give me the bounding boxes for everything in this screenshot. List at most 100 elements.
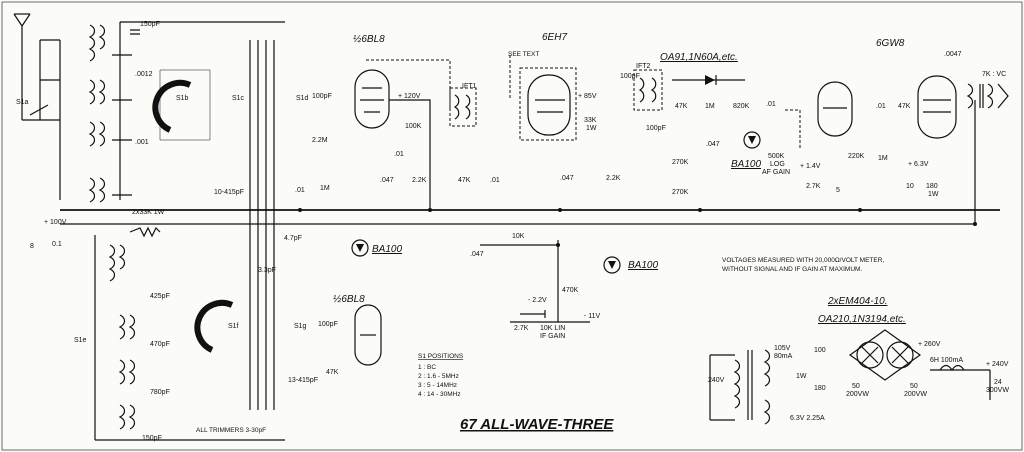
label-c01c: .01	[490, 177, 500, 184]
label-c24: 24	[994, 379, 1002, 386]
ba100-diode-1	[351, 239, 369, 257]
wafer-switch-s1b	[152, 69, 211, 141]
indicator-label: 2xEM404-10.	[827, 296, 887, 307]
ba100-diode-3	[743, 131, 761, 149]
label-heater: 6.3V 2.25A	[790, 415, 825, 422]
label-ift2: IFT2	[636, 63, 650, 70]
em404-rectifier-1	[856, 341, 884, 369]
label-r1m: 1M	[320, 185, 330, 192]
positions-heading: S1 POSITIONS	[418, 353, 464, 360]
diagram-title: 67 ALL-WAVE-THREE	[460, 416, 614, 433]
label-r470k: 470K	[562, 287, 579, 294]
label-v200b: 200VW	[904, 391, 927, 398]
label-w1: 1W	[586, 125, 597, 132]
filter-choke	[939, 364, 965, 372]
label-ma80: 80mA	[774, 353, 793, 360]
label-r27k2: 2.7K	[514, 325, 529, 332]
label-r22m: 2.2M	[312, 137, 328, 144]
label-r100k: 100K	[405, 123, 422, 130]
label-c047d: .047	[470, 251, 484, 258]
label-s1d: S1d	[296, 95, 309, 102]
label-c425: 425pF	[150, 293, 170, 300]
label-w1b: 1W	[928, 191, 939, 198]
af-gain-screen	[785, 109, 801, 150]
label-s1c: S1c	[232, 95, 245, 102]
label-r47k4: 47K	[326, 369, 339, 376]
tube-v3-pentode	[917, 75, 957, 139]
label-c047c: .047	[706, 141, 720, 148]
em404-rectifier-2	[886, 341, 914, 369]
label-v22: - 2.2V	[528, 297, 547, 304]
ift2-transformer	[633, 69, 663, 111]
label-s1e: S1e	[74, 337, 87, 344]
label-v240: + 240V	[986, 361, 1009, 368]
label-r1m2: 1M	[705, 103, 715, 110]
label-c100c: 100pF	[646, 125, 666, 132]
label-s1g: S1g	[294, 323, 307, 330]
rectifier-label: OA210,1N3194,etc.	[818, 314, 906, 325]
label-r33k: 33K	[584, 117, 597, 124]
label-r220k: 220K	[848, 153, 865, 160]
label-c01b: .01	[394, 151, 404, 158]
label-c150b: 150pF	[142, 435, 162, 442]
wafer-switch-s1f	[194, 299, 234, 353]
label-s1f: S1f	[228, 323, 239, 330]
label-s1b: S1b	[176, 95, 189, 102]
label-v63: + 6.3V	[908, 161, 929, 168]
label-v200a: 200VW	[846, 391, 869, 398]
label-c50a: 50	[852, 383, 860, 390]
positions-row-4: 4 : 14 - 30MHz	[418, 391, 461, 398]
label-c01a: .01	[295, 187, 305, 194]
label-c047a: .047	[380, 177, 394, 184]
label-v105: 105V	[774, 345, 791, 352]
trimmer-note: ALL TRIMMERS 3-30pF	[196, 427, 266, 434]
label-c01f: 0.1	[52, 241, 62, 248]
label-v260: + 260V	[918, 341, 941, 348]
label-v14: + 1.4V	[800, 163, 821, 170]
positions-row-1: 1 : BC	[418, 364, 436, 371]
label-c13415: 13-415pF	[288, 377, 318, 384]
label-v100: + 100V	[44, 219, 67, 226]
power-transformer	[709, 349, 771, 425]
label-c01e: .01	[876, 103, 886, 110]
label-r1m3: 1M	[878, 155, 888, 162]
voltage-note-1: VOLTAGES MEASURED WITH 20,000Ω/VOLT METE…	[722, 257, 884, 264]
tube-v1	[354, 59, 451, 210]
see-text-note: SEE TEXT	[508, 51, 539, 58]
detector-label: OA91,1N60A,etc.	[660, 52, 738, 63]
ift1-transformer	[449, 87, 477, 127]
label-r270k: 270K	[672, 159, 689, 166]
label-c100e: 100	[814, 347, 826, 354]
label-c50b: 50	[910, 383, 918, 390]
junction-dots	[298, 208, 977, 247]
tube-label-v1: ½6BL8	[353, 34, 385, 45]
oscillator-coil-bank	[94, 235, 285, 441]
label-r7kvc: 7K : VC	[982, 71, 1006, 78]
tube-label-v4: ½6BL8	[333, 294, 365, 305]
label-c780: 780pF	[150, 389, 170, 396]
label-c47pf: 4.7pF	[284, 235, 302, 242]
label-r47k: 47K	[458, 177, 471, 184]
label-r47k3: 47K	[898, 103, 911, 110]
label-r180b: 180	[814, 385, 826, 392]
label-c470: 470pF	[150, 341, 170, 348]
label-c100b: 100pF	[620, 73, 640, 80]
label-choke: 6H 100mA	[930, 357, 963, 364]
label-r22k: 2.2K	[412, 177, 427, 184]
label-r180: 180	[926, 183, 938, 190]
label-r2x33k: 2x33K 1W	[132, 209, 165, 216]
label-mains: 240V	[708, 377, 725, 384]
tube-label-v3: 6GW8	[876, 38, 905, 49]
aerial-coil-bank	[39, 21, 285, 203]
ba100-label-b: BA100	[628, 260, 658, 271]
if-gain-pot	[480, 240, 590, 323]
label-c0047: .0047	[944, 51, 962, 58]
positions-row-2: 2 : 1.6 - 5MHz	[418, 373, 459, 380]
label-r27k: 2.7K	[806, 183, 821, 190]
tube-v2	[509, 55, 577, 141]
label-c150a: 150pF	[140, 21, 160, 28]
antenna-symbol	[13, 13, 31, 120]
label-c01d: .01	[766, 101, 776, 108]
label-r10k: 10K	[512, 233, 525, 240]
label-c33pf: 3.3pF	[258, 267, 276, 274]
